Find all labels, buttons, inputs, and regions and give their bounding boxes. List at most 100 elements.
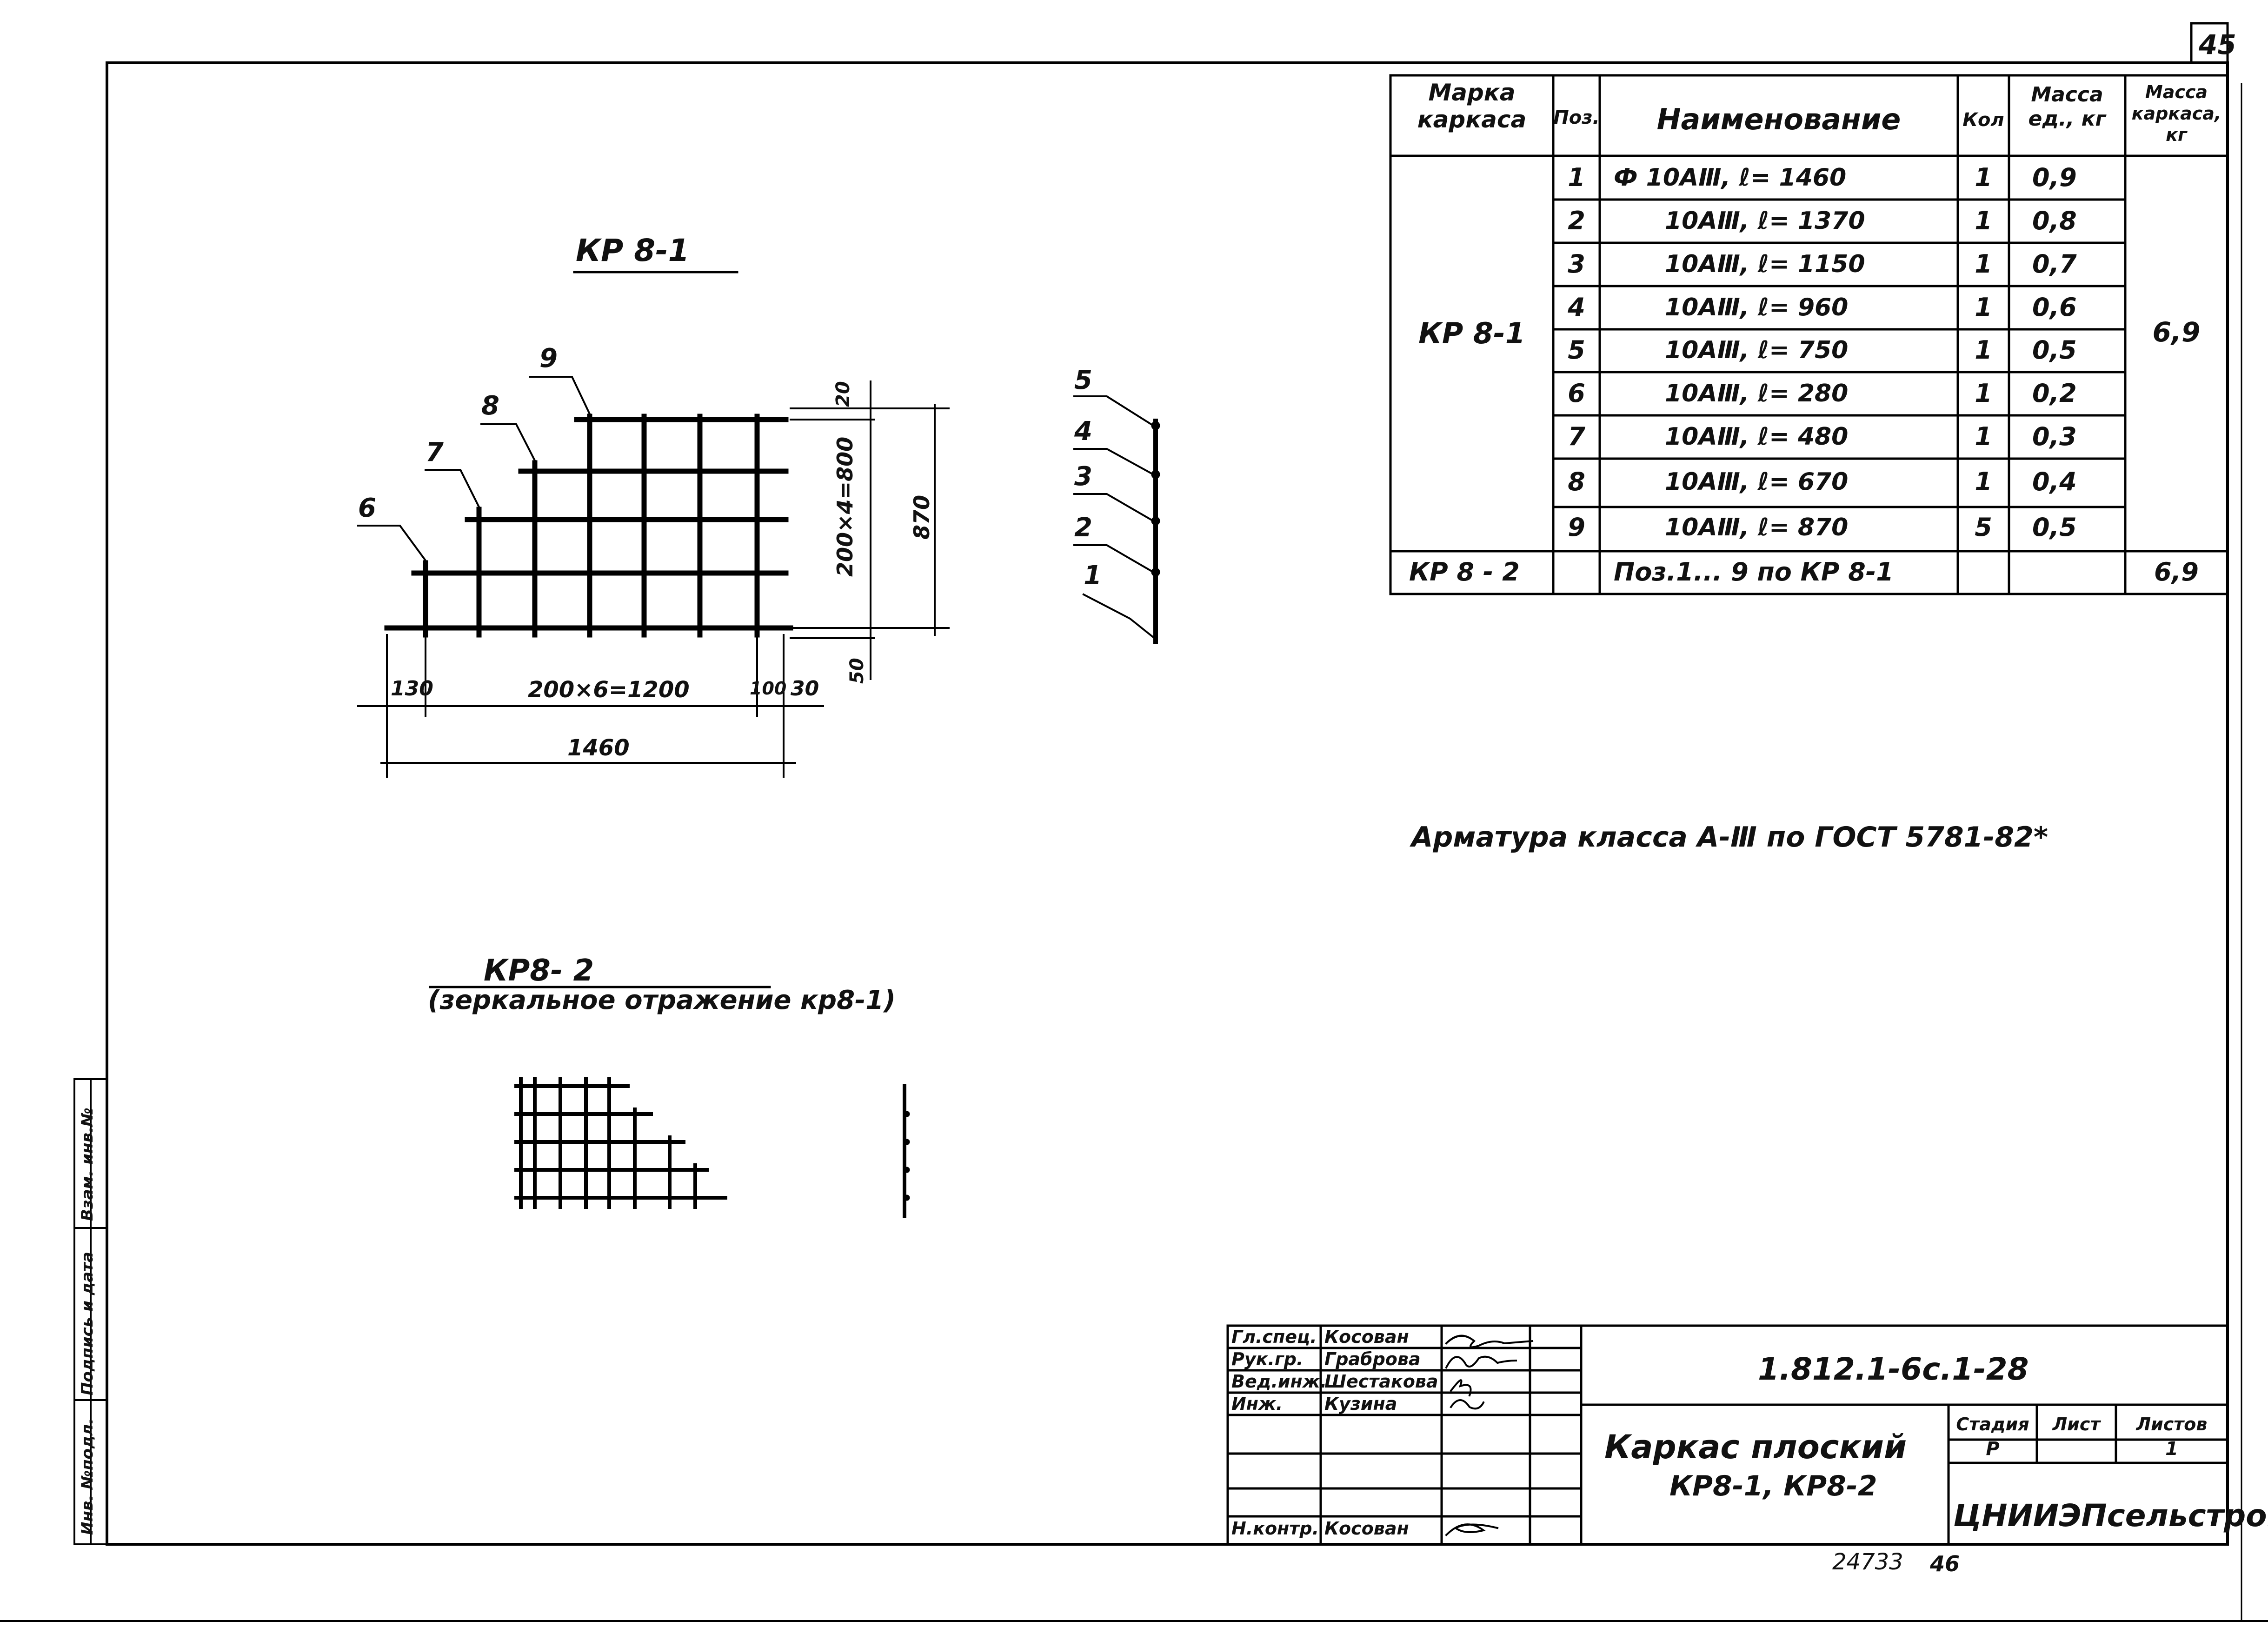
row-8-qty: 1 xyxy=(1975,467,1992,496)
row-6-qty: 1 xyxy=(1975,379,1992,408)
row-8-mass: 0,4 xyxy=(2032,467,2077,496)
kp8-1-mesh xyxy=(384,414,793,638)
signatures xyxy=(1445,1334,1534,1536)
dim-total-870: 870 xyxy=(909,494,934,540)
side-callout-3: 3 xyxy=(1074,461,1092,492)
row-5-pos: 5 xyxy=(1568,335,1585,365)
row-1-qty: 1 xyxy=(1975,163,1992,192)
side-stamp-replace: Взам. инв.№ xyxy=(78,1108,97,1221)
row-8-pos: 8 xyxy=(1568,467,1585,496)
page-number-box xyxy=(2190,22,2229,64)
header-qty: Кол xyxy=(1962,109,2004,131)
row-9-mass: 0,5 xyxy=(2032,513,2077,542)
row-1-name: Ф 10АⅢ, ℓ= 1460 xyxy=(1614,164,1847,192)
stamp-role-3: Вед.инж. xyxy=(1231,1371,1327,1392)
stamp-role-2: Рук.гр. xyxy=(1231,1349,1304,1369)
callout-6: 6 xyxy=(358,493,376,523)
row-7-mass: 0,3 xyxy=(2032,422,2077,451)
sheet-label: Лист xyxy=(2052,1414,2101,1435)
kp8-1-title: КР 8-1 xyxy=(576,233,690,268)
dim-left-130: 130 xyxy=(391,677,433,701)
header-mark: Марка каркаса xyxy=(1417,79,1527,133)
row-5-mass: 0,5 xyxy=(2032,335,2077,365)
frame-mass-kp8-2: 6,9 xyxy=(2154,557,2199,587)
reinforcement-note: Арматура класса А-Ⅲ по ГОСТ 5781-82* xyxy=(1411,821,2049,854)
row-7-qty: 1 xyxy=(1975,422,1992,451)
stamp-name-4: Кузина xyxy=(1324,1394,1397,1414)
row-2-qty: 1 xyxy=(1975,206,1992,235)
dim-bottom-50: 50 xyxy=(846,658,868,684)
page-number: 45 xyxy=(2199,29,2236,60)
stamp-name-1: Косован xyxy=(1324,1327,1409,1347)
side-callout-1: 1 xyxy=(1084,560,1102,591)
dim-vertical-800: 200×4=800 xyxy=(832,436,858,577)
row-4-qty: 1 xyxy=(1975,293,1992,322)
item-title-1: Каркас плоский xyxy=(1604,1428,1907,1466)
callout-9: 9 xyxy=(539,343,558,374)
dim-top-20: 20 xyxy=(832,381,854,407)
organization: ЦНИИЭПсельстрой xyxy=(1953,1498,2268,1534)
row-3-mass: 0,7 xyxy=(2032,249,2077,279)
row-1-pos: 1 xyxy=(1568,163,1585,192)
side-stamp-grid xyxy=(73,1078,108,1545)
header-pos: Поз. xyxy=(1553,107,1600,128)
sheets-label: Листов xyxy=(2136,1414,2208,1435)
kp8-1-side-leaders xyxy=(1073,395,1155,639)
kp8-2-name: Поз.1... 9 по КР 8-1 xyxy=(1614,557,1894,587)
spec-table-grid xyxy=(1389,74,2229,595)
row-9-name: 10АⅢ, ℓ= 870 xyxy=(1665,514,1849,541)
kp8-1-dimensions xyxy=(357,380,950,778)
row-9-pos: 9 xyxy=(1568,513,1585,542)
row-5-qty: 1 xyxy=(1975,335,1992,365)
stamp-role-7: Н.контр. xyxy=(1231,1518,1319,1539)
row-7-name: 10АⅢ, ℓ= 480 xyxy=(1665,423,1849,451)
row-3-name: 10АⅢ, ℓ= 1150 xyxy=(1665,250,1865,278)
dim-right-100: 100 xyxy=(750,678,787,699)
stamp-name-3: Шестакова xyxy=(1324,1371,1438,1392)
header-name: Наименование xyxy=(1656,102,1901,136)
mark-kp8-2: КР 8 - 2 xyxy=(1409,557,1520,587)
stamp-name-2: Граброва xyxy=(1324,1349,1421,1369)
row-4-pos: 4 xyxy=(1568,293,1585,322)
row-5-name: 10АⅢ, ℓ= 750 xyxy=(1665,336,1849,364)
row-3-qty: 1 xyxy=(1975,249,1992,279)
mark-kp8-1: КР 8-1 xyxy=(1418,316,1525,350)
side-stamp-sign: Подпись и дата xyxy=(78,1252,97,1395)
row-2-name: 10АⅢ, ℓ= 1370 xyxy=(1665,207,1865,235)
kp8-2-subtitle: (зеркальное отражение кр8-1) xyxy=(428,985,896,1015)
callout-7: 7 xyxy=(426,437,444,467)
dim-total-1460: 1460 xyxy=(567,735,630,761)
row-1-mass: 0,9 xyxy=(2032,163,2077,192)
kp8-2-side-dots xyxy=(904,1111,910,1201)
row-6-pos: 6 xyxy=(1568,379,1585,408)
sheets-value: 1 xyxy=(2165,1438,2178,1460)
side-callout-5: 5 xyxy=(1074,365,1092,395)
row-6-mass: 0,2 xyxy=(2032,379,2077,408)
callout-8: 8 xyxy=(481,391,499,421)
row-3-pos: 3 xyxy=(1568,249,1585,279)
item-title-2: КР8-1, КР8-2 xyxy=(1669,1470,1877,1502)
side-callout-4: 4 xyxy=(1074,416,1092,447)
header-unit-mass: Масса ед., кг xyxy=(2028,83,2106,131)
dim-spacing-1200: 200×6=1200 xyxy=(528,677,690,703)
header-frame-mass: Масса каркаса, кг xyxy=(2131,82,2221,145)
dim-right-30: 30 xyxy=(791,677,819,701)
row-7-pos: 7 xyxy=(1568,422,1585,451)
row-2-pos: 2 xyxy=(1568,206,1585,235)
side-callout-2: 2 xyxy=(1074,513,1092,543)
kp8-2-mesh xyxy=(514,1077,727,1209)
kp8-2-title: КР8- 2 xyxy=(484,954,594,988)
page-ref: 46 xyxy=(1930,1551,1960,1576)
stage-value: Р xyxy=(1986,1438,2000,1460)
row-9-qty: 5 xyxy=(1975,513,1992,542)
side-stamp-inv: Инв. №подл. xyxy=(78,1418,97,1535)
stamp-role-1: Гл.спец. xyxy=(1231,1327,1317,1347)
frame-mass-kp8-1: 6,9 xyxy=(2152,316,2201,348)
archive-number: 24733 xyxy=(1832,1549,1903,1575)
stage-label: Стадия xyxy=(1956,1414,2029,1435)
kp8-1-leaders xyxy=(357,376,591,562)
row-2-mass: 0,8 xyxy=(2032,206,2077,235)
title-block-grid xyxy=(1226,1324,2229,1546)
row-8-name: 10АⅢ, ℓ= 670 xyxy=(1665,468,1849,496)
